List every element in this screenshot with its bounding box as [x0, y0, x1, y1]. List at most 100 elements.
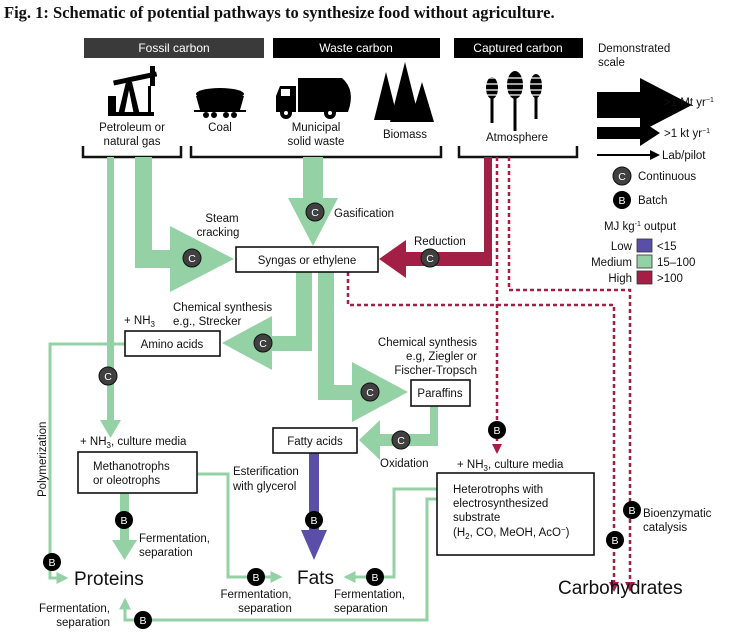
- source-atmosphere: Atmosphere: [486, 132, 548, 144]
- label-bioenzymatic-l2: catalysis: [643, 522, 687, 534]
- header-waste-bar: [273, 38, 440, 58]
- label-esterification-l2: with glycerol: [232, 481, 296, 493]
- node-heterotrophs-l2: electrosynthesized: [453, 498, 548, 510]
- flow-paraffins-to-fatty-acids: [359, 406, 438, 460]
- continuous-badge-icon: [305, 202, 325, 222]
- header-fossil-bar: [84, 38, 264, 58]
- label-strecker-l1: Chemical synthesis: [173, 302, 272, 314]
- badge-symbol: B: [120, 515, 127, 527]
- label-culture-media-1: + NH3, culture media: [80, 436, 187, 450]
- flow-steam-cracking: [135, 157, 234, 292]
- continuous-badge-icon: [253, 333, 273, 353]
- node-carbohydrates: Carbohydrates: [558, 578, 683, 599]
- garbage-truck-icon: [276, 78, 351, 119]
- legend-continuous-symbol: C: [618, 171, 626, 183]
- badge-symbol: B: [310, 515, 317, 527]
- label-steam-cracking-l2: cracking: [197, 227, 240, 239]
- node-heterotrophs-l3: substrate: [453, 512, 500, 524]
- label-reduction: Reduction: [414, 236, 466, 248]
- badge-symbol: B: [493, 425, 500, 437]
- figure-title: Fig. 1: Schematic of potential pathways …: [4, 3, 555, 22]
- scale-arrow-medium: [597, 120, 660, 146]
- coal-cart-icon: [194, 88, 246, 118]
- energy-level-swatch: [636, 238, 653, 253]
- label-fermentation-b1: Fermentation,: [221, 589, 292, 601]
- energy-level-label: Low: [611, 241, 633, 253]
- batch-badge-icon: [488, 421, 506, 439]
- label-fermentation-c1: Fermentation,: [334, 589, 405, 601]
- energy-level-range: 15–100: [657, 257, 695, 269]
- node-heterotrophs-l4: (H2, CO, MeOH, AcO−): [453, 525, 570, 541]
- continuous-badge-icon: [98, 366, 118, 386]
- forest-icon: [374, 62, 434, 122]
- source-msw-l2: solid waste: [288, 136, 345, 148]
- flow-fatty-acids-to-fats: [301, 453, 327, 560]
- badge-symbol: B: [611, 535, 618, 547]
- node-fatty-acids-box: [272, 427, 358, 454]
- legend-batch-symbol: B: [618, 195, 625, 207]
- scale-small-label: Lab/pilot: [662, 150, 706, 162]
- label-fermentation-c2: separation: [334, 603, 388, 615]
- bracket-captured: [457, 146, 579, 159]
- label-ziegler-l3: Fischer-Tropsch: [394, 365, 477, 377]
- label-fermentation-d2: separation: [56, 617, 110, 629]
- label-ziegler-l2: e.g, Ziegler or: [406, 351, 477, 363]
- badge-symbol: C: [188, 253, 196, 265]
- flow-atmosphere-to-carbohydrates: [507, 157, 635, 592]
- header-fossil: Fossil carbon: [138, 41, 209, 55]
- node-proteins: Proteins: [74, 569, 144, 590]
- label-fermentation-b2: separation: [238, 603, 292, 615]
- node-heterotrophs-box: [436, 472, 595, 556]
- node-methanotrophs-box: [77, 451, 198, 494]
- batch-badge-icon: [606, 531, 624, 549]
- node-paraffins: Paraffins: [417, 388, 462, 400]
- continuous-badge-icon: [420, 248, 440, 268]
- node-heterotrophs-l1: Heterotrophs with: [453, 484, 543, 496]
- label-polymerization: Polymerization: [37, 422, 49, 497]
- batch-badge-icon: [43, 553, 61, 571]
- header-captured-bar: [454, 38, 583, 58]
- oil-pump-icon: [108, 66, 158, 116]
- node-fatty-acids: Fatty acids: [287, 436, 343, 448]
- source-msw-l1: Municipal: [292, 122, 341, 134]
- scale-title-l2: scale: [598, 57, 625, 69]
- label-fermentation-a1: Fermentation,: [139, 533, 210, 545]
- energy-level-swatch: [636, 254, 653, 269]
- batch-badge-icon: [623, 501, 641, 519]
- source-biomass: Biomass: [383, 129, 427, 141]
- label-nh3-amino: + NH3: [124, 315, 156, 329]
- label-strecker-l2: e.g., Strecker: [173, 316, 242, 328]
- batch-badge-icon: [134, 611, 152, 629]
- node-fats: Fats: [297, 568, 334, 589]
- flow-gasification: [288, 157, 338, 246]
- batch-badge-icon: [247, 568, 265, 586]
- flow-heterotrophs-to-proteins: [119, 497, 437, 622]
- label-fermentation-a2: separation: [139, 547, 193, 559]
- badge-symbol: C: [104, 371, 112, 383]
- node-amino-acids-box: [124, 330, 221, 357]
- scale-large-label: >1 Mt yr−1: [664, 97, 714, 109]
- source-coal: Coal: [208, 122, 232, 134]
- badge-symbol: C: [366, 387, 374, 399]
- badge-symbol: B: [252, 572, 259, 584]
- node-syngas: Syngas or ethylene: [258, 255, 356, 267]
- node-syngas-box: [235, 246, 379, 273]
- legend-continuous-icon: [612, 166, 632, 186]
- continuous-badge-icon: [391, 430, 411, 450]
- badge-symbol: B: [628, 505, 635, 517]
- label-oxidation: Oxidation: [380, 458, 429, 470]
- legend-batch-icon: [613, 191, 631, 209]
- badge-symbol: C: [259, 338, 267, 350]
- badge-symbol: C: [397, 435, 405, 447]
- badge-symbol: B: [48, 557, 55, 569]
- energy-level-label: High: [608, 273, 632, 285]
- energy-level-range: >100: [657, 273, 683, 285]
- direct-air-capture-icon: [484, 71, 545, 131]
- node-paraffins-box: [410, 379, 471, 407]
- energy-level-range: <15: [657, 241, 677, 253]
- node-methanotrophs-l2: or oleotrophs: [93, 475, 160, 487]
- label-ziegler-l1: Chemical synthesis: [378, 337, 477, 349]
